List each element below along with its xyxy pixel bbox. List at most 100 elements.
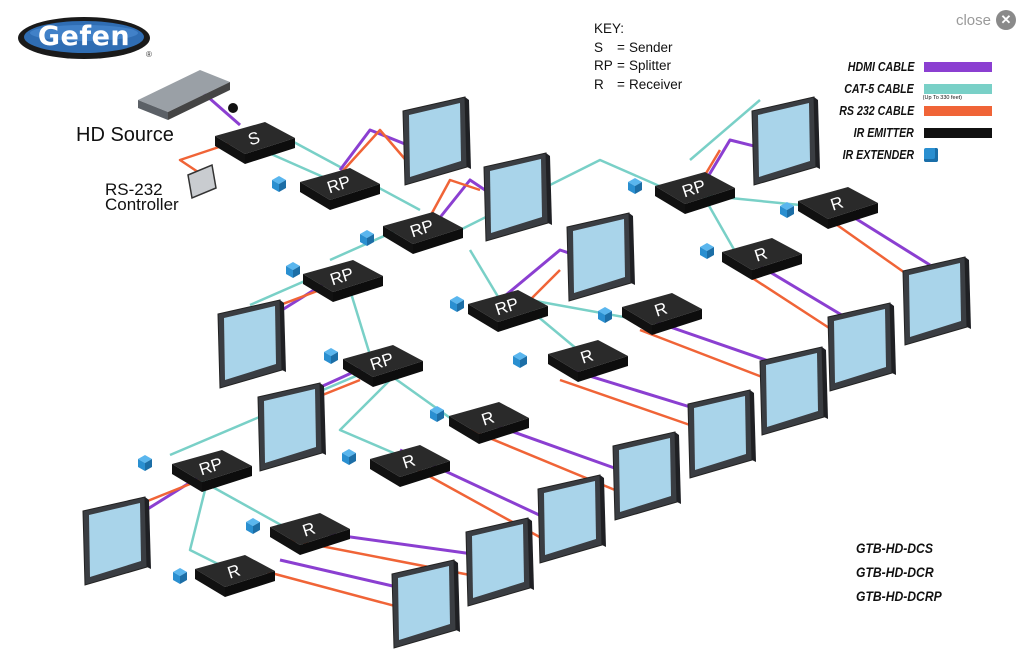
legend-label: IR EMITTER xyxy=(853,126,914,140)
receiver-box: R xyxy=(622,293,702,335)
ir-extender-icon xyxy=(324,348,338,364)
key-meaning: Sender xyxy=(629,39,673,55)
ir-extender-icon xyxy=(272,176,286,192)
cat5-cable xyxy=(348,289,372,356)
monitor xyxy=(391,559,460,649)
device-label: R xyxy=(828,193,846,215)
rs232-cable xyxy=(559,378,691,427)
ir-extender-icon xyxy=(173,568,187,584)
device-label: R xyxy=(752,244,770,266)
receiver-box: R xyxy=(548,340,628,382)
splitter-box: RP xyxy=(300,168,380,210)
key-abbr: R xyxy=(594,76,604,92)
key-abbr: RP xyxy=(594,58,613,73)
ir-extender-icon xyxy=(246,518,260,534)
splitter-box: RP xyxy=(383,212,463,254)
rs232-cable xyxy=(739,268,841,337)
registered-mark: ® xyxy=(146,50,152,59)
rs232-cable xyxy=(329,128,411,186)
key-meaning: Splitter xyxy=(629,58,672,73)
rs232-cable xyxy=(259,568,411,612)
rs232-swatch xyxy=(924,106,992,116)
ir-extender-icon xyxy=(286,262,300,278)
receiver-box: R xyxy=(798,187,878,229)
monitor xyxy=(902,256,971,346)
model-dcs: GTB-HD-DCS xyxy=(856,541,933,556)
monitor xyxy=(537,474,606,564)
cat5-swatch xyxy=(924,84,992,94)
monitor xyxy=(759,346,828,436)
close-button[interactable]: close ✕ xyxy=(956,9,1016,31)
ir-emitter-swatch xyxy=(924,128,992,138)
device-label: R xyxy=(578,346,596,368)
ir-emitter-icon xyxy=(228,103,238,113)
cable-legend: HDMI CABLE CAT-5 CABLE (Up To 330 feet) … xyxy=(826,56,992,166)
monitor xyxy=(402,96,471,186)
cat5-cable xyxy=(389,373,461,427)
model-dcrp: GTB-HD-DCRP xyxy=(856,589,942,604)
key-eq: = xyxy=(617,76,625,92)
hdmi-cable xyxy=(338,128,421,171)
ir-extender-icon xyxy=(700,243,714,259)
monitor xyxy=(612,431,681,521)
monitor xyxy=(751,96,820,186)
key-row-sender: S = Sender xyxy=(594,39,682,58)
hd-source-label: HD Source xyxy=(76,124,174,146)
device-label: R xyxy=(652,299,670,321)
key-eq: = xyxy=(617,58,625,73)
ir-extender-icon xyxy=(342,449,356,465)
hdmi-cable xyxy=(849,213,931,267)
receiver-box: R xyxy=(449,402,529,444)
hdmi-swatch xyxy=(924,62,992,72)
receiver-box: R xyxy=(370,445,450,487)
rs232-controller-device xyxy=(187,163,217,200)
key-title: KEY: xyxy=(594,21,625,36)
device-label: R xyxy=(400,451,418,473)
monitor xyxy=(827,302,896,392)
cat5-cable xyxy=(468,249,502,301)
ir-extender-icon xyxy=(138,455,152,471)
key-row-splitter: RP = Splitter xyxy=(594,57,682,76)
hdmi-cable xyxy=(279,558,411,592)
cat5-cable xyxy=(261,148,331,182)
monitor xyxy=(257,382,326,472)
rs232-cable xyxy=(829,218,916,282)
legend-cat5: CAT-5 CABLE (Up To 330 feet) xyxy=(826,78,992,101)
splitter-box: RP xyxy=(172,450,252,492)
device-label: R xyxy=(479,408,497,430)
ir-extender-icon xyxy=(780,202,794,218)
close-label: close xyxy=(955,11,991,29)
key-meaning: Receiver xyxy=(629,76,683,92)
model-list: GTB-HD-DCS GTB-HD-DCR GTB-HD-DCRP xyxy=(856,537,942,609)
splitter-box: RP xyxy=(303,260,383,302)
splitter-box: RP xyxy=(655,172,735,214)
splitter-box: RP xyxy=(343,345,423,387)
rs232-cable xyxy=(639,328,771,382)
rs232-controller-label: RS-232 Controller xyxy=(105,180,179,214)
cat5-cable xyxy=(689,99,761,161)
ir-extender-icon xyxy=(360,230,374,246)
cat5-cable xyxy=(439,158,681,242)
cat5-cable xyxy=(199,478,291,532)
hd-source-device xyxy=(138,70,230,120)
sender-box: S xyxy=(215,122,295,164)
monitors xyxy=(82,96,971,649)
monitor xyxy=(566,212,635,302)
ir-extender-icon xyxy=(450,296,464,312)
gefen-logo: Gefen xyxy=(17,16,151,60)
key-abbr: S xyxy=(594,39,604,55)
legend-rs232: RS 232 CABLE xyxy=(826,100,992,122)
device-label: R xyxy=(225,561,243,583)
cat5-cable xyxy=(529,298,641,322)
ir-extender-icon xyxy=(430,406,444,422)
legend-label: CAT-5 CABLE xyxy=(844,82,914,96)
logo-ellipse xyxy=(18,17,150,59)
model-dcr: GTB-HD-DCR xyxy=(856,565,934,580)
monitor xyxy=(82,496,151,586)
key-eq: = xyxy=(617,39,625,55)
rs232-line1: RS-232 xyxy=(105,180,163,199)
rs232-line2: Controller xyxy=(105,195,179,214)
